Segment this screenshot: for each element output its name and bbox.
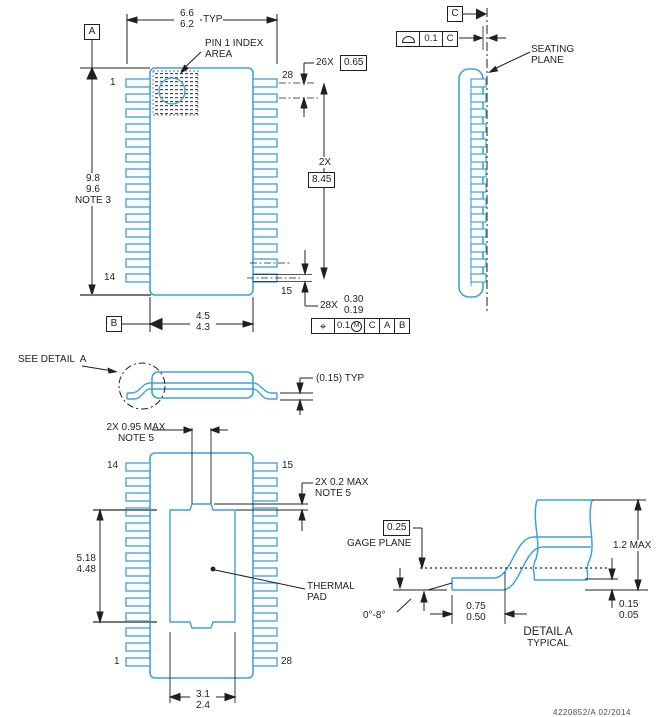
dim-foot-length xyxy=(430,572,527,624)
side-view xyxy=(458,8,531,312)
dim-height-label: 1.2 MAX xyxy=(612,540,653,551)
mmc-symbol-icon: M xyxy=(351,320,363,332)
thermal-pad-outline xyxy=(169,503,236,629)
pin-label-14-bottom: 14 xyxy=(107,460,119,471)
dim-width xyxy=(125,14,279,64)
detail-a-circle xyxy=(118,362,166,410)
profile-datum-c: C xyxy=(442,31,458,47)
dim-span-count: 2X xyxy=(315,157,335,168)
dim-lead-width-arrows xyxy=(301,250,318,307)
pin-centerlines xyxy=(247,82,318,282)
datum-c-arrow xyxy=(461,8,487,20)
package-body-outline xyxy=(149,67,254,296)
position-datum-c: C xyxy=(364,318,381,334)
pin-label-1-bottom: 1 xyxy=(114,656,120,667)
pin1-index-leader xyxy=(180,51,202,74)
pin-1-dimple xyxy=(158,77,186,105)
see-detail-leader xyxy=(81,365,118,374)
bottom-left-pins xyxy=(125,462,151,667)
side-pins xyxy=(470,78,487,283)
pin-label-28: 28 xyxy=(282,70,294,81)
detail-a-view xyxy=(393,498,648,624)
dim-pitch-value: 0.65 xyxy=(340,55,368,71)
detail-lead-profile xyxy=(451,536,591,591)
right-pins xyxy=(252,78,278,283)
front-body-outline xyxy=(151,371,254,399)
dim-pitch-arrows xyxy=(300,62,314,117)
thermal-pad-leader xyxy=(210,566,306,590)
profile-symbol-icon xyxy=(396,31,420,47)
dim-notch-depth xyxy=(214,482,313,531)
dim-lead-max: 0.30 xyxy=(344,294,364,305)
drawing-number: 4220852/A 02/2014 xyxy=(553,708,631,717)
dim-pad-length xyxy=(93,508,157,624)
detail-seating-lines xyxy=(393,578,648,591)
pin-label-15: 15 xyxy=(281,286,293,297)
dim-pitch-count: 26X xyxy=(316,57,334,68)
front-leads xyxy=(126,382,278,400)
dim-span-value: 8.45 xyxy=(308,172,336,188)
datum-a: A xyxy=(84,24,100,40)
datum-b: B xyxy=(106,316,122,332)
see-detail-label: SEE DETAIL A xyxy=(18,354,87,365)
top-view xyxy=(80,14,328,332)
lead-angle-label: 0°-8° xyxy=(363,610,386,621)
left-pins xyxy=(125,78,151,283)
profile-tolerance-arrows xyxy=(459,26,506,50)
pin-label-15-bottom: 15 xyxy=(282,460,294,471)
dim-standoff xyxy=(608,558,616,608)
dim-lead-thickness xyxy=(280,377,313,415)
dim-lead-angle xyxy=(396,568,428,613)
dim-lead-thickness-label: (0.15) TYP xyxy=(316,373,365,384)
pin-label-1: 1 xyxy=(110,77,116,88)
gage-value: 0.25 xyxy=(383,520,411,536)
pin-label-14: 14 xyxy=(104,272,116,283)
dim-lead-count: 28X xyxy=(320,300,338,311)
dim-width-typ: TYP xyxy=(202,14,224,25)
position-datum-b: B xyxy=(394,318,411,334)
detail-body-break xyxy=(532,499,593,581)
seating-plane-leader xyxy=(488,51,531,73)
position-symbol-icon: ⌖ xyxy=(311,318,335,334)
gage-plane-label: GAGE PLANE xyxy=(347,538,412,549)
bottom-view xyxy=(93,426,313,703)
position-datum-a: A xyxy=(379,318,396,334)
dim-notch-width xyxy=(152,426,228,504)
pin-label-28-bottom: 28 xyxy=(281,656,293,667)
dim-lead-min: 0.19 xyxy=(344,305,364,316)
front-view xyxy=(81,362,313,415)
dim-body-width xyxy=(122,297,255,332)
bottom-right-pins xyxy=(252,462,278,667)
profile-tolerance-cell: 0.1 xyxy=(419,31,443,47)
gage-leader xyxy=(413,527,426,570)
dim-length xyxy=(80,40,151,297)
datum-c: C xyxy=(447,6,463,22)
profile-tolerance-frame: 0.1 C xyxy=(396,31,458,47)
